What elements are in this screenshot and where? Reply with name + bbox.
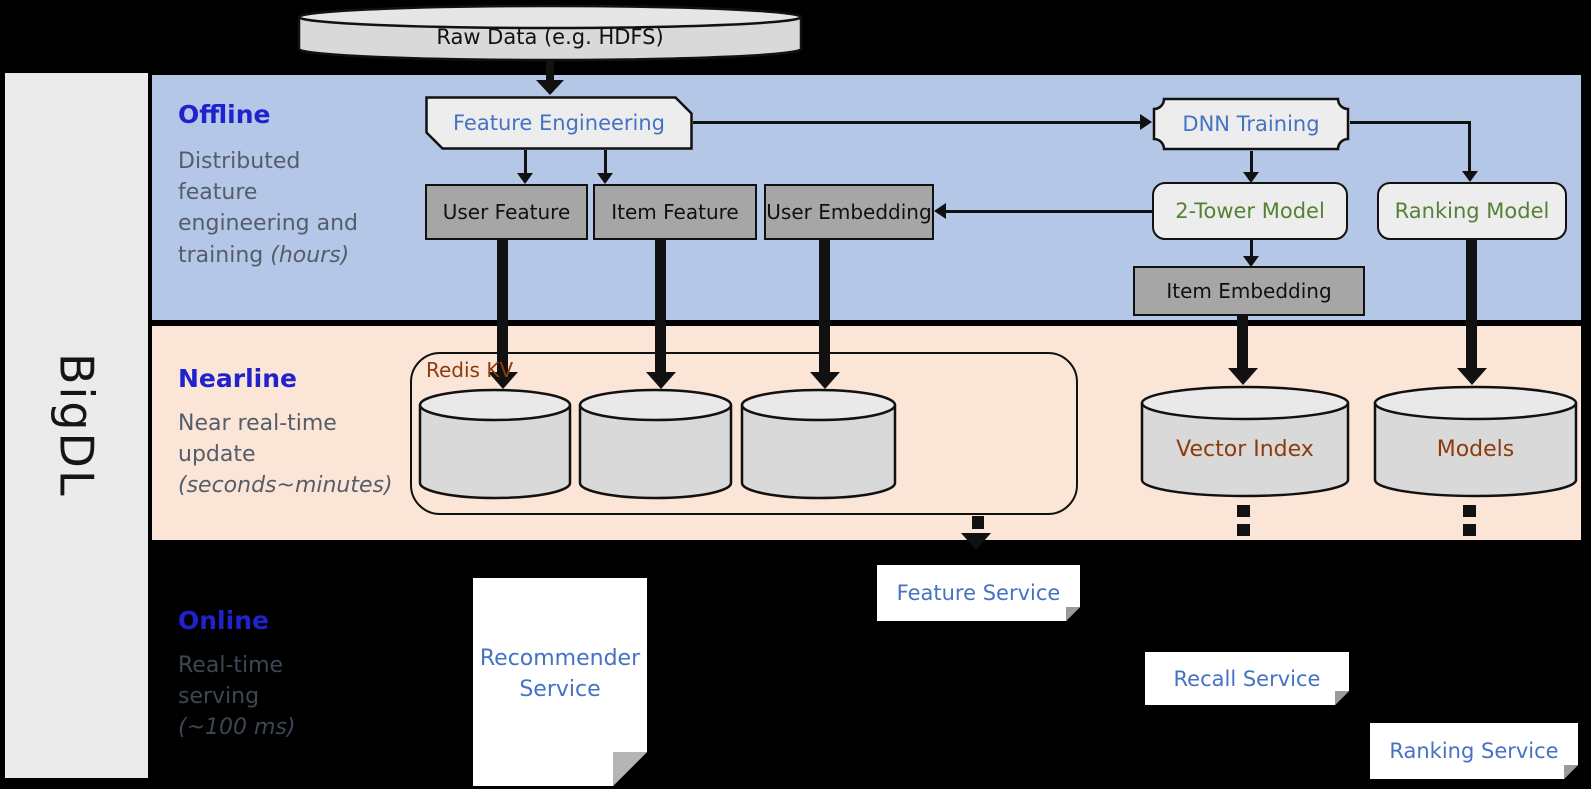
- user-feature-node: User Feature: [425, 184, 588, 240]
- ranking-service-label: Ranking Service: [1389, 739, 1559, 763]
- nearline-desc-em: (seconds~minutes): [178, 473, 393, 499]
- item-embedding-node: Item Embedding: [1133, 266, 1365, 316]
- arrow-shaft: [693, 121, 1142, 124]
- dnn-training-node: DNN Training: [1152, 97, 1350, 151]
- item-embedding-label: Item Embedding: [1166, 279, 1332, 303]
- folded-corner-icon: [1066, 607, 1080, 621]
- arrow-head: [536, 80, 564, 95]
- arrow-shaft: [1237, 314, 1248, 368]
- user-feature-label: User Feature: [442, 200, 571, 224]
- offline-desc-text: Distributed feature engineering and trai…: [178, 149, 359, 268]
- ranking-model-node: Ranking Model: [1377, 182, 1567, 240]
- arrow-dash: [1237, 505, 1250, 517]
- arrow-shaft: [604, 150, 607, 173]
- redis-cylinder-3: [740, 388, 897, 500]
- recommender-service-label-line1: Recommender: [479, 646, 641, 672]
- feature-engineering-label: Feature Engineering: [452, 111, 666, 135]
- arrow-shaft: [655, 238, 666, 372]
- recall-service: Recall Service: [1145, 652, 1349, 705]
- recommender-service-label-line2: Service: [519, 677, 601, 702]
- user-embedding-node: User Embedding: [764, 184, 934, 240]
- arrow-head: [961, 533, 991, 550]
- arrow-dash: [1463, 524, 1476, 536]
- arrow-shaft: [1350, 121, 1470, 124]
- ranking-service: Ranking Service: [1370, 723, 1578, 779]
- feature-engineering-node: Feature Engineering: [425, 96, 693, 150]
- raw-data-label: Raw Data (e.g. HDFS): [436, 25, 664, 49]
- arrow-shaft: [819, 238, 830, 372]
- redis-kv-container: [410, 352, 1078, 515]
- online-desc: Real-time serving (~100 ms): [178, 650, 333, 744]
- offline-title: Offline: [178, 100, 271, 129]
- cylinder-shape: [418, 388, 572, 500]
- vector-index-store: Vector Index: [1140, 385, 1350, 498]
- arrow-shaft: [1468, 121, 1471, 171]
- cylinder-shape: [1373, 385, 1578, 498]
- arrow-head: [597, 173, 613, 184]
- cylinder-shape: [1140, 385, 1350, 498]
- user-embedding-label: User Embedding: [766, 200, 932, 224]
- arrow-shaft: [497, 238, 508, 372]
- folded-corner-icon: [1564, 765, 1578, 779]
- online-desc-text: Real-time serving: [178, 653, 284, 710]
- arrow-shaft: [1250, 240, 1253, 256]
- offline-desc-em: (hours): [270, 242, 350, 268]
- arrow-dash: [1237, 524, 1250, 536]
- cylinder-shape: [578, 388, 733, 500]
- arrow-shaft: [524, 150, 527, 173]
- arrow-head: [1243, 172, 1259, 183]
- recommender-service-label: Recommender Service: [480, 644, 640, 720]
- folded-corner-icon: [613, 752, 647, 786]
- recall-service-label: Recall Service: [1173, 666, 1321, 691]
- vector-index-label: Vector Index: [1176, 437, 1314, 462]
- feature-service-label: Feature Service: [896, 581, 1061, 605]
- cylinder-shape: [740, 388, 897, 500]
- online-desc-em: (~100 ms): [178, 715, 296, 741]
- offline-desc: Distributed feature engineering and trai…: [178, 146, 383, 271]
- arrow-head: [810, 372, 840, 389]
- redis-kv-label: Redis KV: [426, 358, 514, 382]
- arrow-shaft: [946, 210, 1152, 213]
- arrow-dash: [1463, 505, 1476, 517]
- folded-corner-icon: [1335, 691, 1349, 705]
- arrow-head: [488, 372, 518, 389]
- two-tower-model-label: 2-Tower Model: [1175, 199, 1325, 223]
- brand-label: BigDL: [49, 353, 104, 498]
- recommender-service: Recommender Service: [473, 578, 647, 786]
- nearline-desc-text: Near real-time update: [178, 411, 337, 468]
- item-feature-label: Item Feature: [611, 200, 739, 224]
- dnn-training-shape: [1152, 97, 1350, 151]
- arrow-head: [1462, 171, 1478, 182]
- arrow-head: [1228, 368, 1258, 385]
- feature-engineering-shape: [425, 96, 693, 150]
- arrow-head: [517, 173, 533, 184]
- raw-data-store: Raw Data (e.g. HDFS): [297, 4, 803, 62]
- arrow-shaft: [546, 60, 554, 80]
- nearline-title: Nearline: [178, 364, 297, 393]
- arrow-head: [646, 372, 676, 389]
- online-title: Online: [178, 606, 269, 635]
- ranking-model-label: Ranking Model: [1394, 199, 1550, 223]
- models-store: Models: [1373, 385, 1578, 498]
- feature-service: Feature Service: [877, 565, 1080, 621]
- arrow-head: [1140, 114, 1152, 130]
- dnn-training-label: DNN Training: [1182, 112, 1320, 136]
- arrow-shaft: [1250, 151, 1253, 172]
- item-feature-node: Item Feature: [593, 184, 757, 240]
- arrow-dash: [972, 516, 984, 529]
- cylinder-shape: [297, 4, 803, 62]
- arrow-head: [934, 203, 946, 219]
- redis-cylinder-1: [418, 388, 572, 500]
- nearline-desc: Near real-time update (seconds~minutes): [178, 408, 393, 502]
- brand-panel: BigDL: [5, 73, 148, 778]
- arrow-head: [1457, 368, 1487, 385]
- redis-cylinder-2: [578, 388, 733, 500]
- two-tower-model-node: 2-Tower Model: [1152, 182, 1348, 240]
- arrow-shaft: [1466, 238, 1477, 368]
- models-label: Models: [1436, 437, 1515, 462]
- arrow-head: [1243, 256, 1259, 267]
